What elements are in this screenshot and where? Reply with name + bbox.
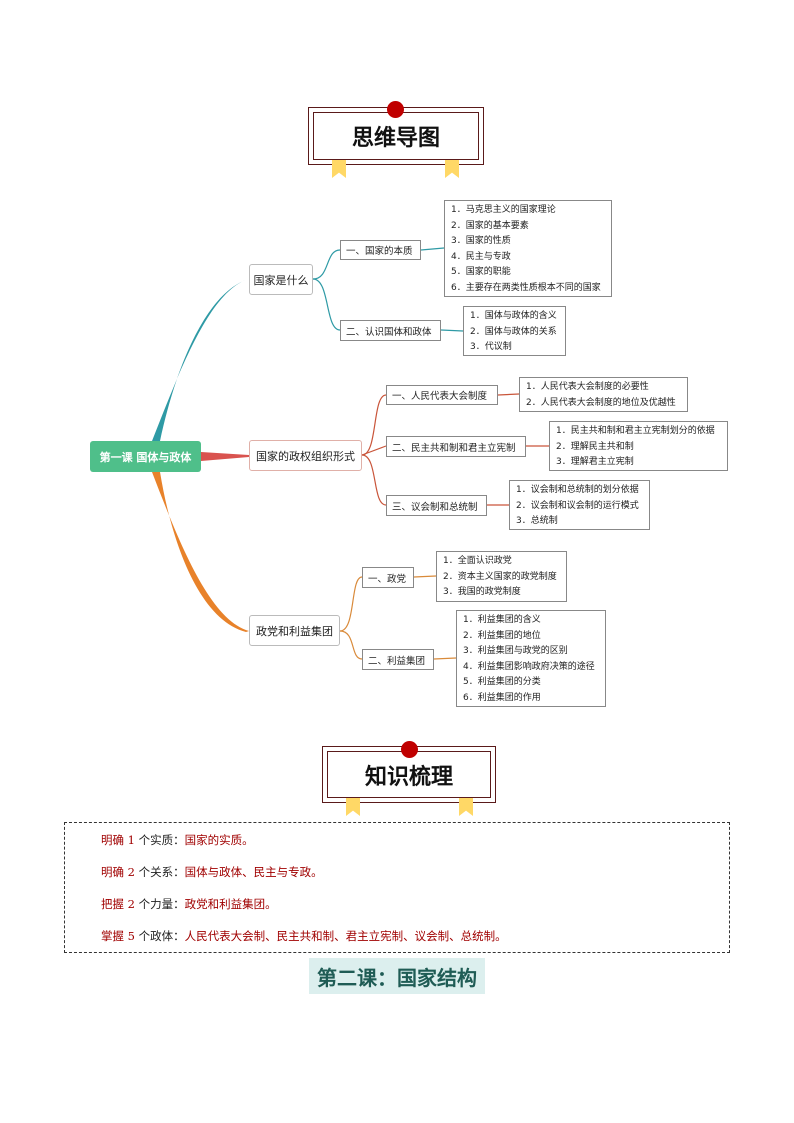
detail-item: 2．议会制和议会制的运行模式 xyxy=(516,500,639,511)
subtopic-node[interactable]: 一、政党 xyxy=(362,567,414,588)
detail-list: 1．议会制和总统制的划分依据 2．议会制和议会制的运行模式 3．总统制 xyxy=(509,480,650,530)
branch-connector-3 xyxy=(152,472,249,632)
detail-item: 1．马克思主义的国家理论 xyxy=(451,205,556,215)
detail-item: 3．理解君主立宪制 xyxy=(556,457,634,467)
detail-item: 3．国家的性质 xyxy=(451,236,511,246)
mindmap-root[interactable]: 第一课 国体与政体 xyxy=(90,441,201,472)
ribbon-icon xyxy=(445,160,459,178)
subtopic-node[interactable]: 二、民主共和制和君主立宪制 xyxy=(386,436,526,457)
detail-list: 1．民主共和制和君主立宪制划分的依据 2．理解民主共和制 3．理解君主立宪制 xyxy=(549,421,728,471)
summary-line: 掌握 5 个政体：人民代表大会制、民主共和制、君主立宪制、议会制、总统制。 xyxy=(101,929,507,943)
branch-node[interactable]: 国家的政权组织形式 xyxy=(249,440,362,471)
detail-item: 3．总统制 xyxy=(516,516,558,526)
detail-item: 2．资本主义国家的政党制度 xyxy=(443,571,557,582)
summary-box: 明确 1 个实质：国家的实质。 明确 2 个关系：国体与政体、民主与专政。 把握… xyxy=(64,822,730,953)
detail-item: 4．利益集团影响政府决策的途径 xyxy=(463,661,595,672)
subtopic-node[interactable]: 二、认识国体和政体 xyxy=(340,320,441,341)
detail-item: 1．议会制和总统制的划分依据 xyxy=(516,485,639,495)
detail-list: 1．利益集团的含义 2．利益集团的地位 3．利益集团与政党的区别 4．利益集团影… xyxy=(456,610,606,707)
detail-item: 2．利益集团的地位 xyxy=(463,630,541,641)
detail-list: 1．人民代表大会制度的必要性 2．人民代表大会制度的地位及优越性 xyxy=(519,377,688,412)
subtopic-node[interactable]: 一、人民代表大会制度 xyxy=(386,385,498,405)
detail-item: 1．民主共和制和君主立宪制划分的依据 xyxy=(556,426,715,436)
detail-list: 1．马克思主义的国家理论 2．国家的基本要素 3．国家的性质 4．民主与专政 5… xyxy=(444,200,612,297)
subtopic-node[interactable]: 一、国家的本质 xyxy=(340,240,421,260)
detail-item: 5．国家的职能 xyxy=(451,267,511,277)
subtopic-node[interactable]: 三、议会制和总统制 xyxy=(386,495,487,516)
detail-list: 1．国体与政体的含义 2．国体与政体的关系 3．代议制 xyxy=(463,306,566,356)
ribbon-icon xyxy=(346,798,360,816)
detail-item: 1．国体与政体的含义 xyxy=(470,311,557,321)
mindmap-connectors xyxy=(152,247,549,660)
branch-connector-1 xyxy=(152,279,249,441)
knowledge-title-frame: 知识梳理 xyxy=(322,746,496,803)
detail-item: 3．利益集团与政党的区别 xyxy=(463,646,568,656)
branch-connector-2 xyxy=(201,452,249,461)
detail-item: 2．理解民主共和制 xyxy=(556,441,634,452)
detail-item: 5．利益集团的分类 xyxy=(463,677,541,687)
detail-item: 2．国体与政体的关系 xyxy=(470,326,557,337)
detail-item: 2．人民代表大会制度的地位及优越性 xyxy=(526,397,676,408)
red-dot-icon xyxy=(387,101,404,118)
detail-item: 1．人民代表大会制度的必要性 xyxy=(526,382,649,392)
next-lesson-heading: 第二课：国家结构 xyxy=(309,958,485,994)
knowledge-title: 知识梳理 xyxy=(327,751,491,798)
detail-item: 4．民主与专政 xyxy=(451,251,511,262)
summary-line: 明确 2 个关系：国体与政体、民主与专政。 xyxy=(101,865,323,879)
branch-node[interactable]: 政党和利益集团 xyxy=(249,615,340,646)
summary-line: 明确 1 个实质：国家的实质。 xyxy=(101,833,254,847)
detail-item: 6．主要存在两类性质根本不同的国家 xyxy=(451,282,601,293)
subtopic-node[interactable]: 二、利益集团 xyxy=(362,649,434,670)
detail-item: 6．利益集团的作用 xyxy=(463,692,541,703)
detail-item: 1．利益集团的含义 xyxy=(463,615,541,625)
detail-item: 3．我国的政党制度 xyxy=(443,587,521,597)
detail-item: 1．全面认识政党 xyxy=(443,556,512,566)
detail-item: 2．国家的基本要素 xyxy=(451,220,529,231)
ribbon-icon xyxy=(459,798,473,816)
branch-node[interactable]: 国家是什么 xyxy=(249,264,313,295)
summary-line: 把握 2 个力量：政党和利益集团。 xyxy=(101,897,277,911)
red-dot-icon xyxy=(401,741,418,758)
detail-list: 1．全面认识政党 2．资本主义国家的政党制度 3．我国的政党制度 xyxy=(436,551,567,602)
detail-item: 3．代议制 xyxy=(470,342,512,352)
ribbon-icon xyxy=(332,160,346,178)
